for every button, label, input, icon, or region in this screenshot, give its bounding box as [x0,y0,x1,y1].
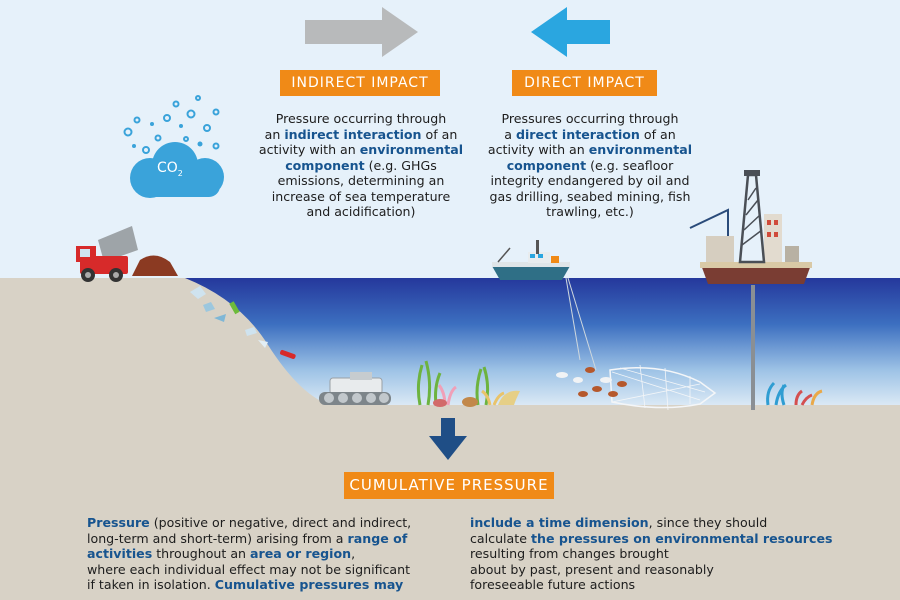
trawl-net-icon [609,364,717,411]
cumulative-pressure-description-left: Pressure (positive or negative, direct a… [87,515,457,593]
text-segment: foreseeable future actions [470,577,636,592]
co2-label: CO2 [157,160,183,178]
text-segment: long-term and short-term) arising from a [87,530,348,546]
dump-truck-icon [76,226,178,282]
highlighted-term: direct interaction [515,126,640,142]
text-segment: Pressures occurring through [501,111,679,126]
text-line: an indirect interaction of an [245,127,477,143]
text-line: activities throughout an area or region, [87,546,457,562]
text-segment: throughout an [152,546,251,561]
text-segment: of an [639,126,676,142]
text-segment: integrity endangered by oil and [490,173,690,188]
text-segment: if taken in isolation. [87,577,215,592]
highlighted-term: Cumulative pressures may [214,577,404,592]
text-line: if taken in isolation. Cumulative pressu… [87,577,457,593]
text-line: activity with an environmental [245,142,477,158]
indirect-impact-label: INDIRECT IMPACT [280,70,440,96]
text-segment: an [264,126,285,142]
text-line: Pressure (positive or negative, direct a… [87,515,457,531]
fish-school-icon [556,367,627,397]
text-segment: resulting from changes brought [470,546,669,561]
text-line: resulting from changes brought [470,546,890,562]
text-segment: and acidification) [306,204,416,219]
text-segment: where each individual effect may not be … [87,561,411,577]
text-line: integrity endangered by oil and [465,173,715,189]
indirect-arrow-icon [305,7,418,57]
text-line: Pressures occurring through [465,111,715,127]
cumulative-pressure-description-right: include a time dimension, since they sho… [470,515,890,593]
text-segment: a [504,126,516,142]
text-line: gas drilling, seabed mining, fish [465,189,715,205]
text-segment: about by past, present and reasonably [470,561,714,577]
oil-rig-icon [689,170,812,410]
highlighted-term: environmental [359,142,464,157]
text-line: long-term and short-term) arising from a… [87,531,457,547]
co2-bubbles [123,95,220,154]
highlighted-term: area or region [250,546,352,561]
text-segment: (e.g. GHGs [364,157,437,173]
text-segment: trawling, etc.) [546,204,634,219]
text-line: foreseeable future actions [470,577,890,593]
text-segment: gas drilling, seabed mining, fish [489,188,691,204]
text-line: a direct interaction of an [465,127,715,143]
highlighted-term: the pressures on environmental resources [530,530,833,546]
text-line: component (e.g. seafloor [465,158,715,174]
text-segment: activity with an [258,142,360,157]
text-segment: Pressure occurring through [275,111,447,126]
cumulative-pressure-label: CUMULATIVE PRESSURE [344,472,554,499]
highlighted-term: component [285,157,365,173]
text-line: where each individual effect may not be … [87,562,457,578]
highlighted-term: component [506,157,587,173]
seabed-mining-crawler-icon [319,372,391,405]
highlighted-term: Pressure [87,515,150,530]
text-line: component (e.g. GHGs [245,158,477,174]
direct-arrow-icon [531,7,610,57]
seaweed-and-coral-icon [416,360,823,407]
text-segment: increase of sea temperature [271,188,451,204]
text-line: about by past, present and reasonably [470,562,890,578]
text-segment: calculate [470,530,531,546]
text-segment: (positive or negative, direct and indire… [149,515,412,530]
text-segment: (e.g. seafloor [586,157,674,173]
highlighted-term: activities [87,546,153,561]
direct-impact-label: DIRECT IMPACT [512,70,657,96]
text-line: include a time dimension, since they sho… [470,515,890,531]
text-segment: , since they should [648,515,768,530]
text-line: trawling, etc.) [465,204,715,220]
highlighted-term: include a time dimension [470,515,649,530]
text-line: Pressure occurring through [245,111,477,127]
highlighted-term: range of [347,530,408,546]
text-line: activity with an environmental [465,142,715,158]
text-line: calculate the pressures on environmental… [470,531,890,547]
cumulative-down-arrow-icon [429,418,467,460]
text-segment: , [351,546,356,561]
highlighted-term: environmental [588,142,693,157]
fishing-boat-icon [492,240,597,371]
highlighted-term: indirect interaction [284,126,422,142]
text-segment: activity with an [487,142,589,157]
text-line: emissions, determining an [245,173,477,189]
text-segment: emissions, determining an [277,173,445,188]
text-line: increase of sea temperature [245,189,477,205]
co2-cloud-icon [130,142,224,198]
text-line: and acidification) [245,204,477,220]
text-segment: of an [421,126,458,142]
marine-litter-icon [190,286,296,359]
